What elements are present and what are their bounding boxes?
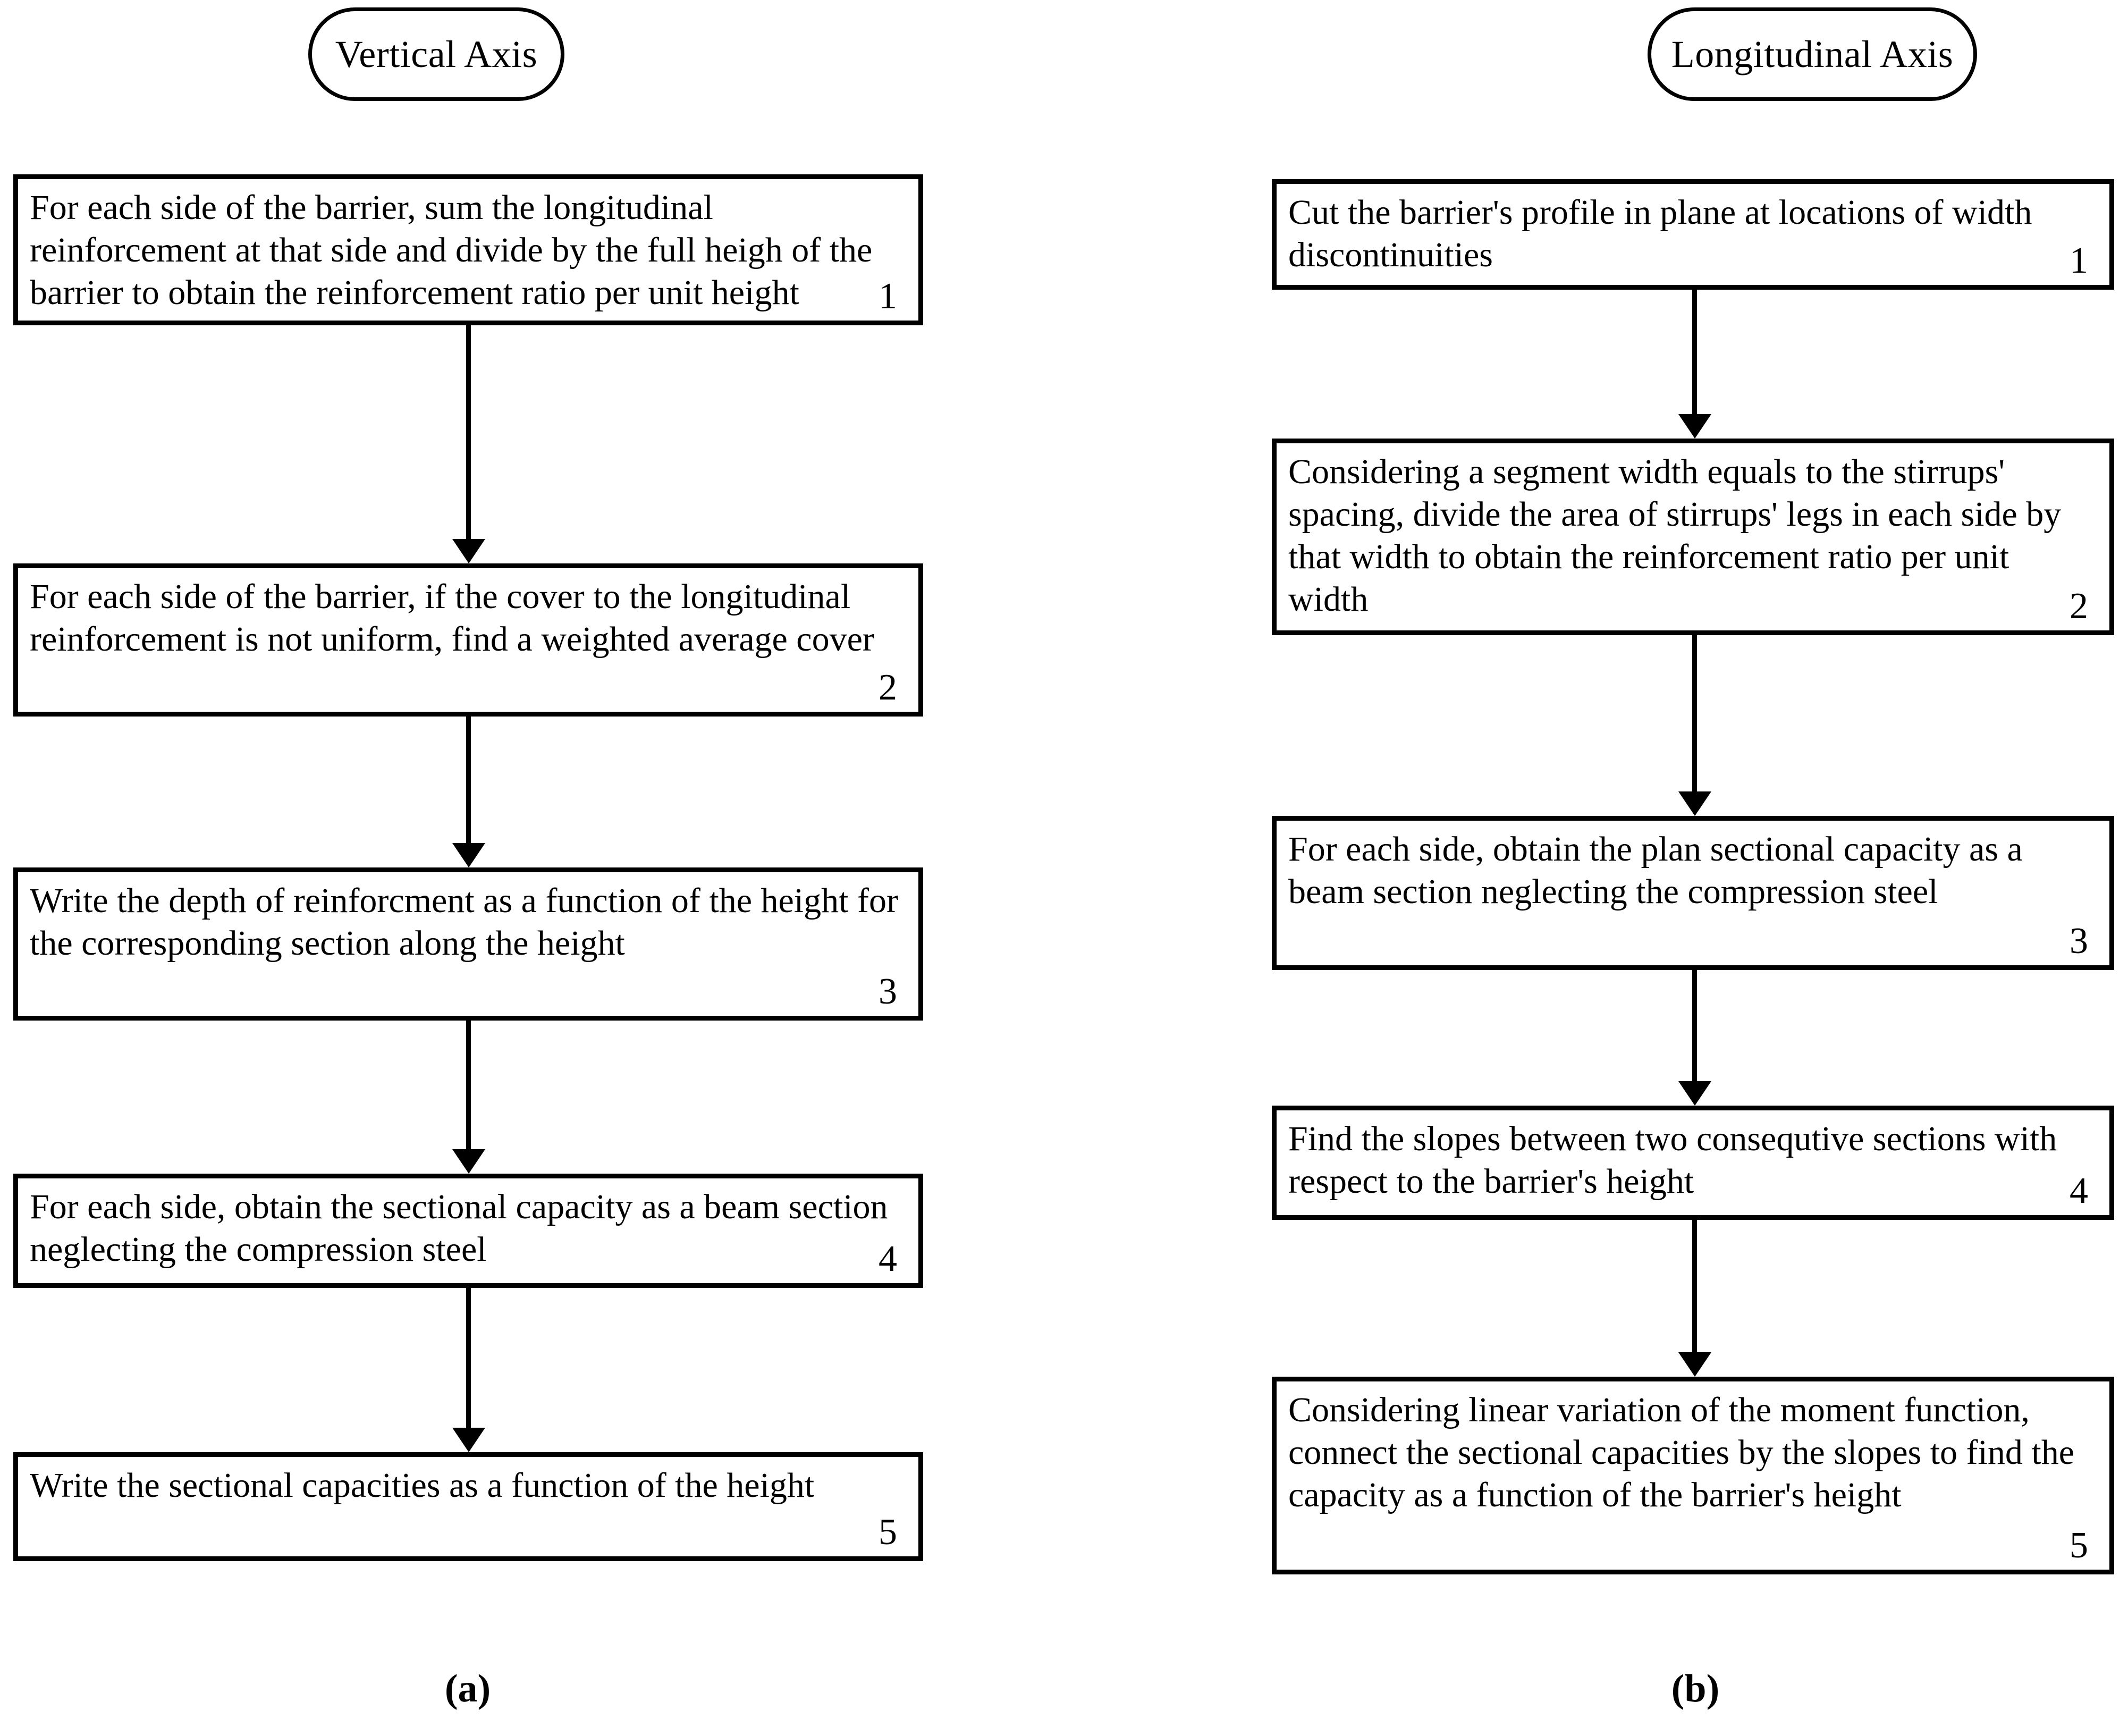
step-number-a5: 5 xyxy=(879,1512,897,1553)
panel-header-vertical-axis: Vertical Axis xyxy=(308,7,564,101)
step-number-a1: 1 xyxy=(879,276,897,317)
step-text-a4: For each side, obtain the sectional capa… xyxy=(30,1187,888,1269)
step-box-a2: For each side of the barrier, if the cov… xyxy=(13,563,923,717)
panel-vertical-axis: Vertical Axis For each side of the barri… xyxy=(0,0,1063,1736)
step-box-a4: For each side, obtain the sectional capa… xyxy=(13,1174,923,1288)
step-number-a4: 4 xyxy=(879,1238,897,1279)
step-text-a1: For each side of the barrier, sum the lo… xyxy=(30,188,873,312)
arrow-b1-to-b2 xyxy=(1692,290,1697,415)
panel-header-label: Longitudinal Axis xyxy=(1671,33,1954,75)
step-box-b1: Cut the barrier's profile in plane at lo… xyxy=(1272,179,2114,290)
step-box-a5: Write the sectional capacities as a func… xyxy=(13,1452,923,1561)
step-box-a3: Write the depth of reinforcment as a fun… xyxy=(13,867,923,1021)
step-number-b5: 5 xyxy=(2070,1525,2088,1566)
step-text-b5: Considering linear variation of the mome… xyxy=(1288,1391,2075,1514)
arrow-a4-to-a5 xyxy=(466,1288,471,1429)
panel-header-longitudinal-axis: Longitudinal Axis xyxy=(1648,7,1977,101)
panel-longitudinal-axis: Longitudinal Axis Cut the barrier's prof… xyxy=(1063,0,2128,1736)
arrow-a2-to-a3 xyxy=(466,717,471,844)
step-box-b3: For each side, obtain the plan sectional… xyxy=(1272,816,2114,970)
step-number-a2: 2 xyxy=(879,667,897,708)
arrow-b4-to-b5 xyxy=(1692,1220,1697,1353)
step-text-b4: Find the slopes between two consequtive … xyxy=(1288,1119,2057,1201)
step-text-a2: For each side of the barrier, if the cov… xyxy=(30,577,874,659)
step-text-b3: For each side, obtain the plan sectional… xyxy=(1288,830,2023,911)
arrow-a1-to-a2 xyxy=(466,325,471,540)
panel-caption-b: (b) xyxy=(1671,1667,1720,1710)
step-number-b3: 3 xyxy=(2070,921,2088,962)
arrow-b2-to-b3 xyxy=(1692,635,1697,793)
step-number-b1: 1 xyxy=(2070,240,2088,281)
panel-header-label: Vertical Axis xyxy=(335,33,538,75)
arrow-b3-to-b4 xyxy=(1692,970,1697,1082)
step-box-b5: Considering linear variation of the mome… xyxy=(1272,1377,2114,1574)
step-text-b1: Cut the barrier's profile in plane at lo… xyxy=(1288,193,2032,274)
step-text-a5: Write the sectional capacities as a func… xyxy=(30,1466,815,1505)
step-text-a3: Write the depth of reinforcment as a fun… xyxy=(30,881,898,963)
arrow-a3-to-a4 xyxy=(466,1021,471,1150)
step-box-b2: Considering a segment width equals to th… xyxy=(1272,439,2114,635)
step-number-b2: 2 xyxy=(2070,586,2088,627)
step-box-a1: For each side of the barrier, sum the lo… xyxy=(13,174,923,325)
step-box-b4: Find the slopes between two consequtive … xyxy=(1272,1106,2114,1220)
step-number-a3: 3 xyxy=(879,971,897,1012)
step-text-b2: Considering a segment width equals to th… xyxy=(1288,452,2062,619)
step-number-b4: 4 xyxy=(2070,1170,2088,1211)
panel-caption-a: (a) xyxy=(444,1667,491,1710)
